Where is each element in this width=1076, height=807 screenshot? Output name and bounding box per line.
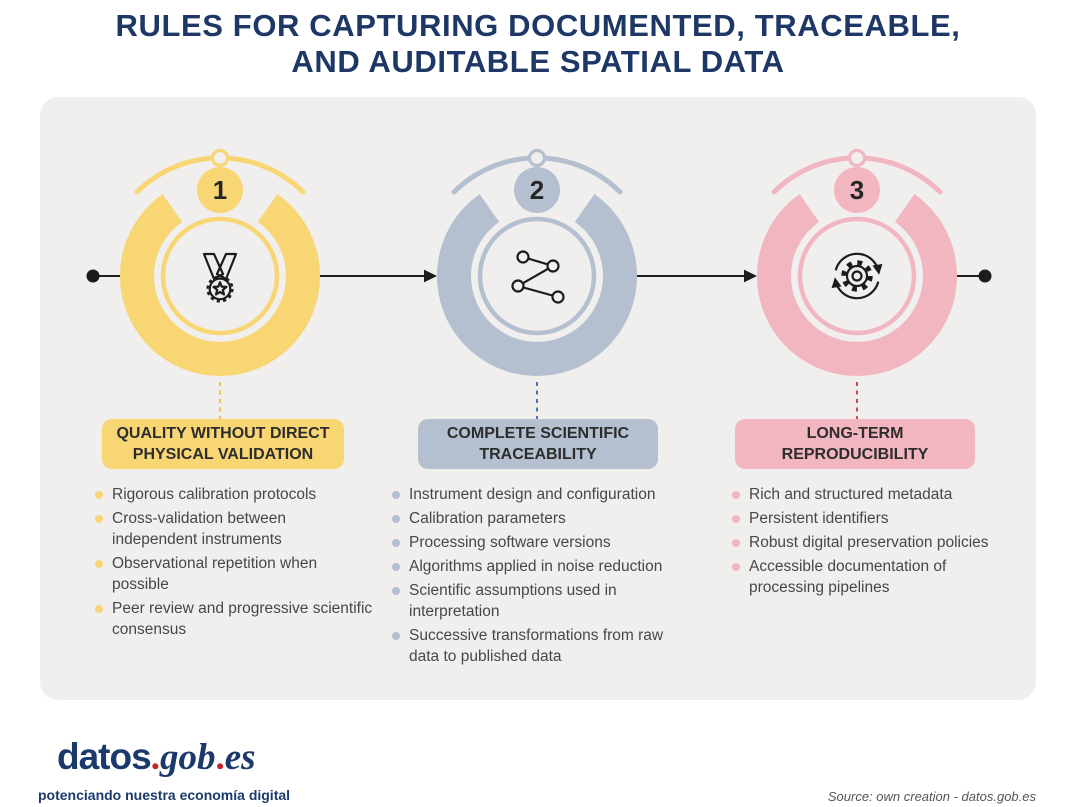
step-1-apex-ring xyxy=(210,148,230,168)
step-3-donut xyxy=(756,194,958,376)
flow-arrow-2 xyxy=(744,269,757,283)
logo-gob: gob xyxy=(159,737,216,778)
datos-gob-es-logo: datos.gob.es xyxy=(57,736,256,779)
list-item: Rich and structured metadata xyxy=(732,484,998,505)
step-1-title: QUALITY WITHOUT DIRECT PHYSICAL VALIDATI… xyxy=(116,425,330,463)
step-3-number-badge: 3 xyxy=(834,167,880,213)
source-note: Source: own creation - datos.gob.es xyxy=(827,789,1036,804)
step-2-apex-ring xyxy=(527,148,547,168)
medal-icon xyxy=(202,252,238,303)
list-item: Accessible documentation of processing p… xyxy=(732,556,998,598)
logo-tagline: potenciando nuestra economía digital xyxy=(38,787,291,803)
logo-dot-2: . xyxy=(215,737,225,778)
flow-end-dot xyxy=(978,269,992,283)
step-3-bullet-list: Rich and structured metadata Persistent … xyxy=(732,484,998,601)
logo-es: es xyxy=(224,737,256,778)
list-item: Cross-validation between independent ins… xyxy=(95,508,375,550)
step-1-number-badge: 1 xyxy=(197,167,243,213)
gear-cycle-icon xyxy=(831,252,883,300)
flow-arrow-1 xyxy=(424,269,437,283)
list-item: Peer review and progressive scientific c… xyxy=(95,598,375,640)
step-3-title-box: LONG-TERM REPRODUCIBILITY xyxy=(735,419,975,469)
step-1-number: 1 xyxy=(212,174,228,205)
logo-datos: datos xyxy=(57,736,152,777)
step-1-bullet-list: Rigorous calibration protocols Cross-val… xyxy=(95,484,375,643)
list-item: Algorithms applied in noise reduction xyxy=(392,556,694,577)
network-nodes-icon xyxy=(511,250,565,304)
step-2-graphic xyxy=(437,148,637,420)
list-item: Rigorous calibration protocols xyxy=(95,484,375,505)
flow-line xyxy=(86,269,992,283)
step-3-number: 3 xyxy=(849,174,865,205)
list-item: Observational repetition when possible xyxy=(95,553,375,595)
step-2-number-badge: 2 xyxy=(514,167,560,213)
step-2-bullet-list: Instrument design and configuration Cali… xyxy=(392,484,694,670)
list-item: Calibration parameters xyxy=(392,508,694,529)
list-item: Persistent identifiers xyxy=(732,508,998,529)
step-2-number: 2 xyxy=(529,174,545,205)
step-3-graphic xyxy=(756,148,958,420)
step-1-graphic xyxy=(119,148,320,420)
step-3-apex-ring xyxy=(847,148,867,168)
list-item: Successive transformations from raw data… xyxy=(392,625,694,667)
page-title-line1: RULES FOR CAPTURING DOCUMENTED, TRACEABL… xyxy=(115,8,961,43)
flow-diagram xyxy=(86,148,992,420)
step-1-donut xyxy=(119,194,320,376)
step-1-title-box: QUALITY WITHOUT DIRECT PHYSICAL VALIDATI… xyxy=(102,419,344,469)
step-2-donut xyxy=(437,194,637,376)
page-title-line2: AND AUDITABLE SPATIAL DATA xyxy=(291,44,785,79)
logo-dot-1: . xyxy=(150,737,160,778)
step-2-title-box: COMPLETE SCIENTIFIC TRACEABILITY xyxy=(418,419,658,469)
list-item: Instrument design and configuration xyxy=(392,484,694,505)
step-2-title: COMPLETE SCIENTIFIC TRACEABILITY xyxy=(446,425,630,463)
page-title: RULES FOR CAPTURING DOCUMENTED, TRACEABL… xyxy=(0,8,1076,80)
list-item: Processing software versions xyxy=(392,532,694,553)
step-3-title: LONG-TERM REPRODUCIBILITY xyxy=(781,425,929,463)
list-item: Robust digital preservation policies xyxy=(732,532,998,553)
list-item: Scientific assumptions used in interpret… xyxy=(392,580,694,622)
